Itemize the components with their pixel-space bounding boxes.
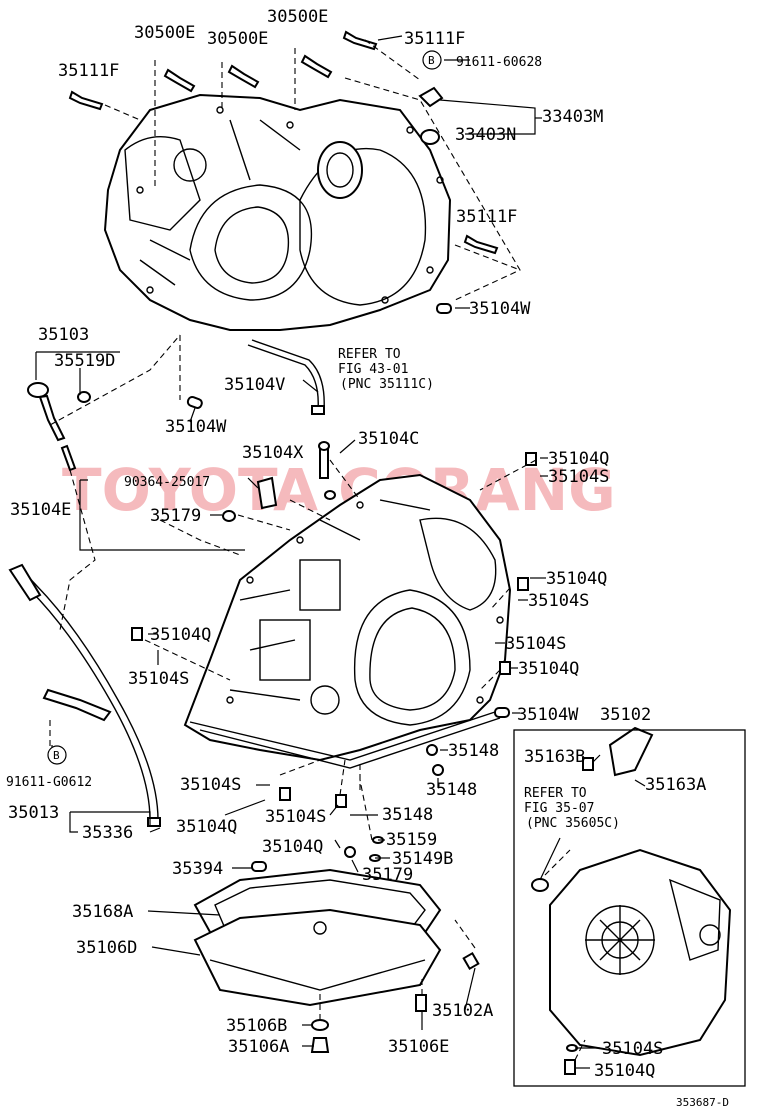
svg-text:B: B [53,749,60,762]
label-35104S-b: 35104S [528,591,589,611]
label-35111F-c: 35111F [456,207,517,227]
label-35104W-b: 35104W [165,417,227,437]
label-33403N: 33403N [455,125,516,145]
label-35104Q-d: 35104Q [518,659,579,679]
label-35394: 35394 [172,859,223,879]
label-35104W-c: 35104W [517,705,579,725]
label-35168A: 35168A [72,902,133,922]
label-35519D: 35519D [54,351,115,371]
label-35179-a: 35179 [150,506,201,526]
refer-2-line2: FIG 35-07 [524,801,594,816]
bolts-top [68,30,499,409]
refer-note-2: REFER TO FIG 35-07 (PNC 35605C) [524,786,620,831]
label-35104W-a: 35104W [469,299,531,319]
label-35111F-b: 35111F [58,61,119,81]
label-30500E-a: 30500E [134,23,195,43]
label-35104Q-b: 35104Q [546,569,607,589]
label-35104S-e: 35104S [180,775,241,795]
refer-2-line3: (PNC 35605C) [526,816,620,831]
label-35148-b: 35148 [426,780,477,800]
label-91611-G0612: 91611-G0612 [6,775,92,790]
label-35104X: 35104X [242,443,304,463]
label-35149B: 35149B [392,849,453,869]
label-35104V: 35104V [224,375,285,395]
label-35148-a: 35148 [448,741,499,761]
label-35106B: 35106B [226,1016,287,1036]
part-number-labels: 30500E 30500E 30500E 35111F 35111F 35111… [6,7,706,1081]
label-35104S-g: 35104S [602,1039,663,1059]
extension-housing-drawing [531,726,732,1075]
small-parts-middle [131,441,537,872]
oil-level-gauge-drawing [27,339,325,472]
label-35104Q-g: 35104Q [594,1061,655,1081]
label-35106D: 35106D [76,938,137,958]
refer-1-line2: FIG 43-01 [338,362,408,377]
dipstick-tube-drawing [8,563,161,827]
figure-id: 353687-D [676,1096,729,1109]
label-35106E: 35106E [388,1037,449,1057]
label-30500E-c: 30500E [267,7,328,27]
label-35104Q-a: 35104Q [548,449,609,469]
label-35104C: 35104C [358,429,419,449]
leader-lines [35,35,646,1069]
svg-text:B: B [428,54,435,67]
label-35163A: 35163A [645,775,706,795]
label-35111F-a: 35111F [404,29,465,49]
label-35179-b: 35179 [362,865,413,885]
label-35104Q-e: 35104Q [176,817,237,837]
label-35102A: 35102A [432,1001,493,1021]
refer-1-line3: (PNC 35111C) [340,377,434,392]
label-90364-25017: 90364-25017 [124,475,210,490]
label-35104S-d: 35104S [505,634,566,654]
oil-pan-drawing [193,868,480,1053]
refer-1-line1: REFER TO [338,347,401,362]
label-35103: 35103 [38,325,89,345]
label-35104S-a: 35104S [548,467,609,487]
label-35159: 35159 [386,830,437,850]
label-35102: 35102 [600,705,651,725]
label-35104S-c: 35104S [128,669,189,689]
label-35104Q-f: 35104Q [262,837,323,857]
refer-note-1: REFER TO FIG 43-01 (PNC 35111C) [338,347,434,392]
label-35013: 35013 [8,803,59,823]
label-35104S-f: 35104S [265,807,326,827]
label-33403M: 33403M [542,107,603,127]
label-35106A: 35106A [228,1037,289,1057]
badge-b-left: B [47,745,67,765]
label-30500E-b: 30500E [207,29,268,49]
transaxle-housing-drawing [103,93,452,331]
label-35104E: 35104E [10,500,71,520]
label-91611-60628: 91611-60628 [456,55,542,70]
label-35148-c: 35148 [382,805,433,825]
extension-housing-inset-box [513,729,746,1087]
label-35163B: 35163B [524,747,585,767]
label-35336: 35336 [82,823,133,843]
refer-2-line1: REFER TO [524,786,587,801]
badge-b-top: B [422,50,442,70]
label-35104Q-c: 35104Q [150,625,211,645]
guide-lines [49,39,586,1061]
